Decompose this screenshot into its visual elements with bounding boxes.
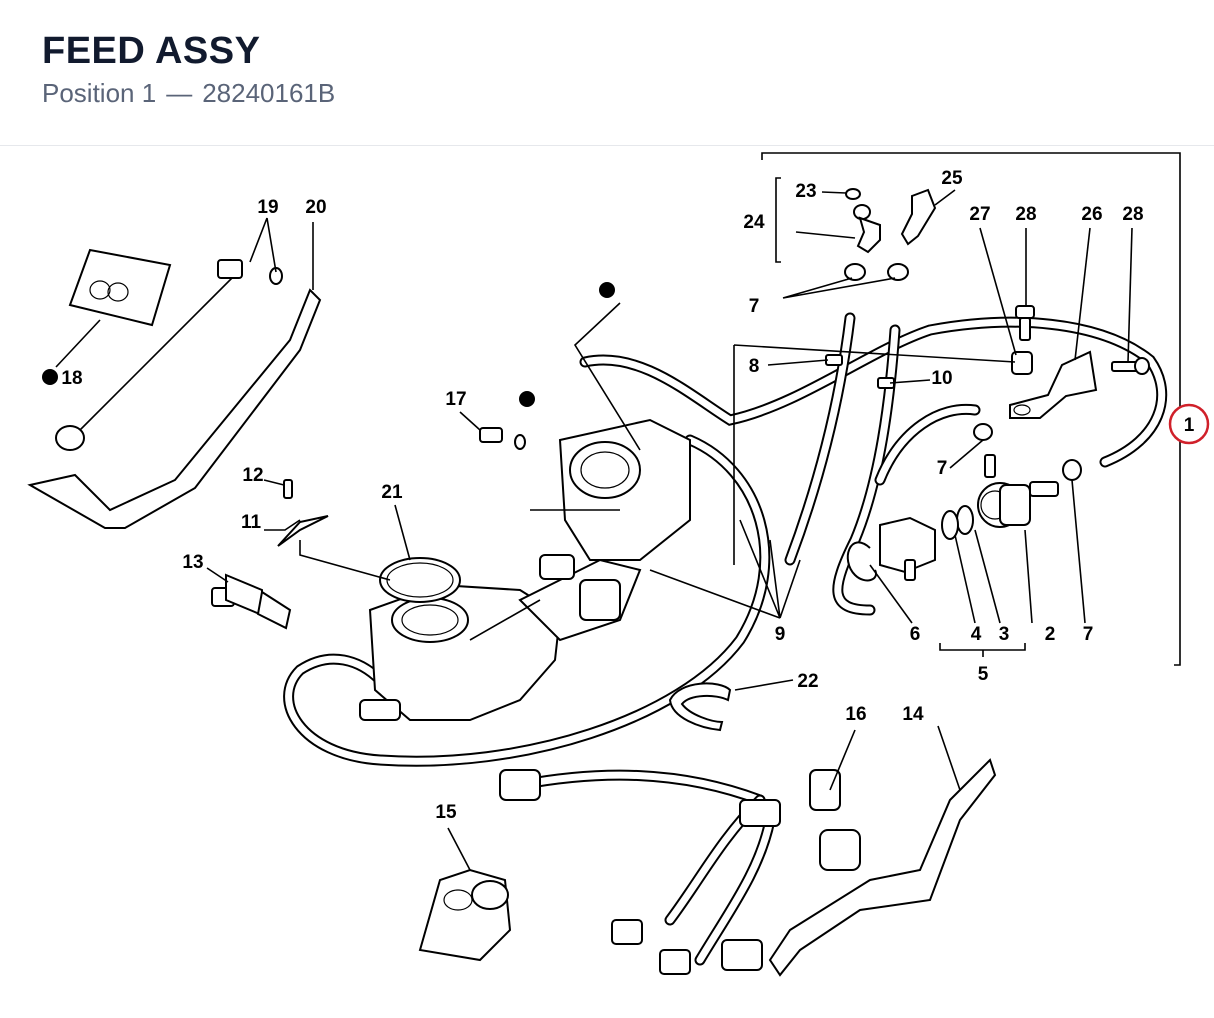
callout-28b[interactable]: 28 xyxy=(1122,204,1143,225)
callout-12[interactable]: 12 xyxy=(242,465,263,486)
callout-14[interactable]: 14 xyxy=(902,704,924,725)
group-bracket-1 xyxy=(761,152,1181,666)
exploded-parts-diagram: 1 2 3 4 5 6 7 7 7 8 9 10 11 12 13 14 15 … xyxy=(27,152,1210,977)
callout-4[interactable]: 4 xyxy=(971,624,982,645)
bullet-dot-18 xyxy=(42,369,58,385)
mounting-bracket-26[interactable] xyxy=(1009,350,1098,419)
callout-15[interactable]: 15 xyxy=(435,802,457,823)
o-ring-23[interactable] xyxy=(845,188,861,200)
callout-9[interactable]: 9 xyxy=(775,624,786,645)
o-ring-4[interactable] xyxy=(941,510,959,540)
callout-6[interactable]: 6 xyxy=(910,624,921,645)
fitting-25[interactable] xyxy=(900,188,937,246)
callout-25[interactable]: 25 xyxy=(941,168,963,189)
o-ring-17[interactable] xyxy=(514,434,526,450)
bullet-dot-top xyxy=(599,282,615,298)
callout-22[interactable]: 22 xyxy=(797,671,818,692)
sensor-15[interactable] xyxy=(418,868,512,962)
throttle-body-assembly[interactable] xyxy=(359,418,691,721)
gasket-21-inner xyxy=(386,562,454,598)
pressure-regulator-5[interactable] xyxy=(879,516,936,581)
cable-clip-22[interactable] xyxy=(668,682,732,732)
bolt-28a[interactable] xyxy=(1015,305,1035,341)
callout-7c[interactable]: 7 xyxy=(1083,624,1094,645)
callout-13[interactable]: 13 xyxy=(182,552,203,573)
bullet-dot-17 xyxy=(519,391,535,407)
callout-27[interactable]: 27 xyxy=(969,204,990,225)
fitting-17[interactable] xyxy=(479,427,503,443)
callout-1[interactable]: 1 xyxy=(1184,415,1195,436)
page-subtitle: Position 1 — 28240161B xyxy=(42,78,335,109)
callout-11[interactable]: 11 xyxy=(241,512,262,533)
callout-7a[interactable]: 7 xyxy=(749,296,760,317)
callout-17[interactable]: 17 xyxy=(445,389,466,410)
callout-8[interactable]: 8 xyxy=(749,356,760,377)
bracket-hole-26 xyxy=(1013,404,1031,416)
pressure-regulator-housing[interactable] xyxy=(977,454,1059,528)
callout-26[interactable]: 26 xyxy=(1081,204,1102,225)
linkage-rod-19[interactable] xyxy=(79,274,236,431)
hose-clamp-7c[interactable] xyxy=(973,423,993,441)
circlip-6[interactable] xyxy=(846,541,877,582)
page-header: FEED ASSY Position 1 — 28240161B xyxy=(0,0,1214,146)
subtitle-separator: — xyxy=(166,78,193,108)
bracket-11[interactable] xyxy=(277,515,329,547)
callout-28a[interactable]: 28 xyxy=(1015,204,1036,225)
decal-18[interactable] xyxy=(68,248,172,327)
leader-lines xyxy=(55,177,1133,871)
hose-clamp-7b[interactable] xyxy=(887,263,909,281)
hose-clamp-7d[interactable] xyxy=(1062,459,1082,481)
wiring-harness-16[interactable] xyxy=(499,769,861,975)
hose-clamp-7a[interactable] xyxy=(844,263,866,281)
callout-19[interactable]: 19 xyxy=(257,197,278,218)
screw-12[interactable] xyxy=(283,479,293,499)
bolt-28b[interactable] xyxy=(1111,357,1150,375)
callout-21[interactable]: 21 xyxy=(381,482,403,503)
callout-24[interactable]: 24 xyxy=(743,212,765,233)
fitting-24[interactable] xyxy=(853,204,881,254)
callout-20[interactable]: 20 xyxy=(305,197,326,218)
position-label: Position 1 xyxy=(42,78,157,108)
callout-23[interactable]: 23 xyxy=(795,181,816,202)
harness-bracket-14[interactable] xyxy=(768,758,997,977)
callout-5[interactable]: 5 xyxy=(978,664,989,685)
callout-10[interactable]: 10 xyxy=(931,368,952,389)
injector-13[interactable] xyxy=(211,573,292,630)
page-title: FEED ASSY xyxy=(42,30,261,72)
rod-end-19[interactable] xyxy=(217,259,243,279)
callout-18[interactable]: 18 xyxy=(61,368,82,389)
fuel-hose-loop xyxy=(283,312,1168,767)
position-1-highlight[interactable] xyxy=(1168,403,1210,445)
o-ring-3[interactable] xyxy=(956,505,974,535)
ball-joint-18[interactable] xyxy=(55,425,85,451)
callout-16[interactable]: 16 xyxy=(845,704,866,725)
callout-3[interactable]: 3 xyxy=(999,624,1010,645)
callout-2[interactable]: 2 xyxy=(1045,624,1056,645)
callout-labels: 1 2 3 4 5 6 7 7 7 8 9 10 11 12 13 14 15 … xyxy=(61,168,1194,823)
hose-clip-8[interactable] xyxy=(825,354,843,366)
support-bracket-20[interactable] xyxy=(27,288,322,529)
callout-7b[interactable]: 7 xyxy=(937,458,948,479)
gasket-21[interactable] xyxy=(379,557,461,603)
part-number: 28240161B xyxy=(202,78,336,108)
grommet-27[interactable] xyxy=(1011,351,1033,375)
